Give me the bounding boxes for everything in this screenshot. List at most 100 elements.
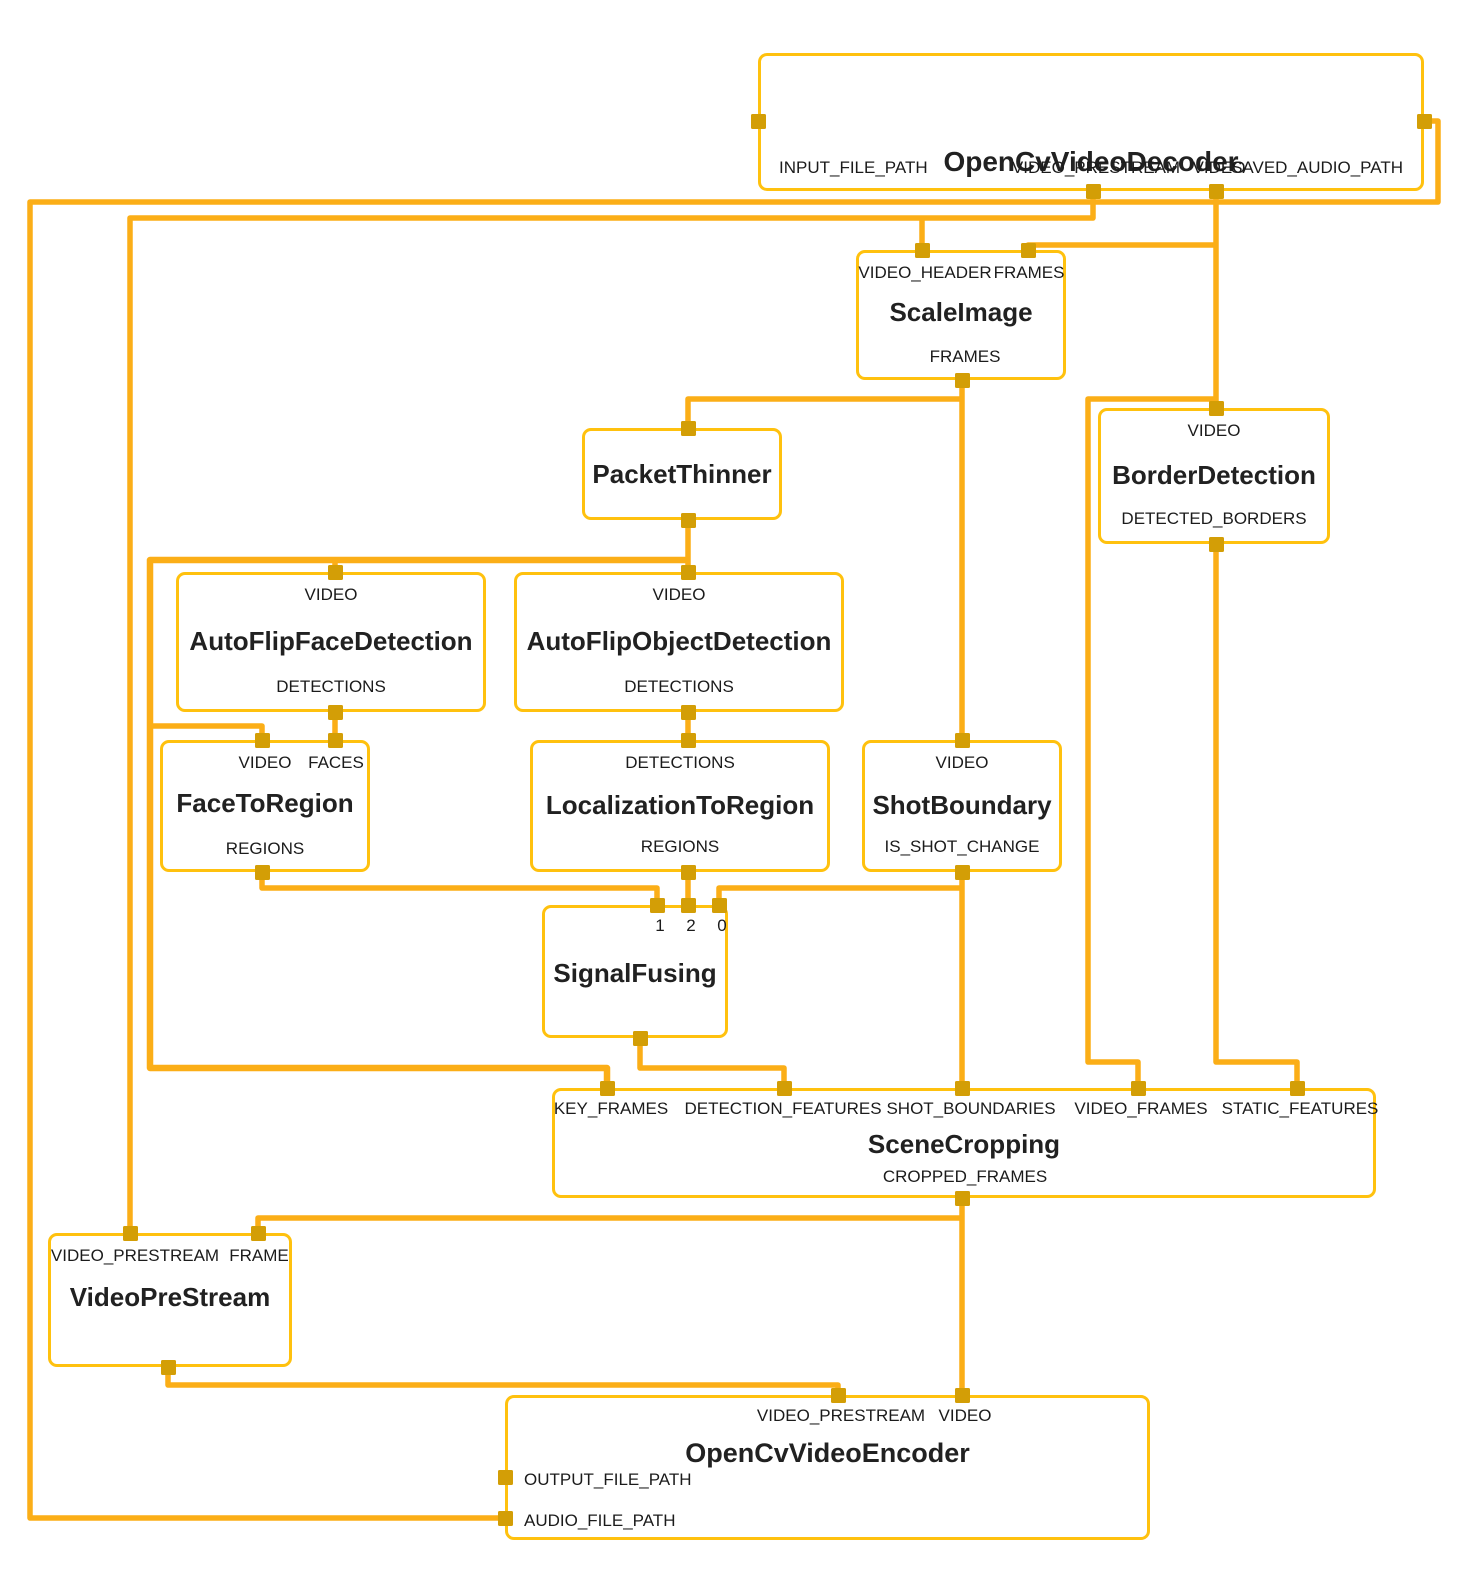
- port-label-video: VIDEO: [652, 585, 706, 604]
- node-title: SignalFusing: [553, 958, 717, 988]
- port-label-audio-file-path: AUDIO_FILE_PATH: [524, 1511, 676, 1530]
- port-marker: [680, 704, 696, 720]
- port-label-video: VIDEO: [304, 585, 358, 604]
- node-title: VideoPreStream: [69, 1282, 271, 1312]
- port-label-video-prestream: VIDEO_PRESTREAM: [756, 1406, 926, 1425]
- port-marker: [830, 1387, 846, 1403]
- port-marker: [1208, 183, 1224, 199]
- port-label-saved-audio-path: SAVED_AUDIO_PATH: [1231, 158, 1403, 177]
- port-marker: [599, 1080, 615, 1096]
- edge-signal_fusing-to-scene_cropping.DETECTION_FEATURES: [637, 1038, 787, 1088]
- port-label-2: 2: [686, 916, 696, 935]
- port-marker: [914, 242, 930, 258]
- port-label-regions: REGIONS: [640, 837, 720, 856]
- node-signal-fusing[interactable]: 1 2 0 SignalFusing: [542, 905, 728, 1038]
- node-title: FaceToRegion: [176, 788, 354, 818]
- edge-decoder.VIDEO_PRESTREAM-to-video_prestream.VIDEO_PRESTREAM: [127, 191, 1096, 1233]
- port-marker: [254, 864, 270, 880]
- port-label-output-file-path: OUTPUT_FILE_PATH: [524, 1470, 692, 1489]
- port-marker: [497, 1510, 513, 1526]
- port-marker: [1416, 113, 1432, 129]
- port-marker: [649, 897, 665, 913]
- port-marker: [750, 113, 766, 129]
- port-marker: [327, 704, 343, 720]
- node-title: OpenCvVideoEncoder: [685, 1438, 970, 1468]
- port-label-video: VIDEO: [238, 753, 292, 772]
- port-marker: [632, 1030, 648, 1046]
- node-title: ShotBoundary: [872, 789, 1052, 820]
- edge-video_prestream-to-encoder.VIDEO_PRESTREAM: [165, 1367, 841, 1395]
- edge-border_detection.DETECTED_BORDERS-to-scene_cropping.STATIC_FEATURES: [1213, 544, 1300, 1088]
- edge-packet_thinner-to-scene_cropping.KEY_FRAMES: [146, 556, 688, 1088]
- node-autoflip-face-detection[interactable]: VIDEO AutoFlipFaceDetection DETECTIONS: [176, 572, 486, 712]
- port-label-video-frames: VIDEO_FRAMES: [1074, 1099, 1208, 1118]
- port-label-shot-boundaries: SHOT_BOUNDARIES: [886, 1099, 1056, 1118]
- port-label-frame: FRAME: [229, 1246, 289, 1265]
- port-marker: [680, 512, 696, 528]
- node-title: AutoFlipFaceDetection: [189, 625, 473, 656]
- port-label-video: VIDEO: [1192, 158, 1246, 177]
- port-marker: [776, 1080, 792, 1096]
- port-label-1: 1: [655, 916, 665, 935]
- port-marker: [680, 732, 696, 748]
- node-shot-boundary[interactable]: VIDEO ShotBoundary IS_SHOT_CHANGE: [862, 740, 1062, 872]
- node-localization-to-region[interactable]: DETECTIONS LocalizationToRegion REGIONS: [530, 740, 830, 872]
- port-marker: [1130, 1080, 1146, 1096]
- port-label-regions: REGIONS: [225, 839, 305, 858]
- node-title: BorderDetection: [1112, 459, 1316, 490]
- node-scene-cropping[interactable]: KEY_FRAMES DETECTION_FEATURES SHOT_BOUND…: [552, 1088, 1379, 1198]
- port-marker: [954, 1387, 970, 1403]
- port-label-video-prestream: VIDEO_PRESTREAM: [1011, 158, 1181, 177]
- edge-shot_boundary.IS_SHOT_CHANGE-to-signal_fusing.0: [716, 885, 962, 905]
- port-label-key-frames: KEY_FRAMES: [553, 1099, 669, 1118]
- port-marker: [680, 420, 696, 436]
- node-opencv-video-encoder[interactable]: VIDEO_PRESTREAM VIDEO OpenCvVideoEncoder…: [505, 1395, 1150, 1540]
- port-label-video-header: VIDEO_HEADER: [858, 263, 992, 282]
- port-marker: [954, 732, 970, 748]
- port-label-detections: DETECTIONS: [624, 677, 734, 696]
- port-marker: [954, 372, 970, 388]
- port-label-detection-features: DETECTION_FEATURES: [684, 1099, 882, 1118]
- port-marker: [1289, 1080, 1305, 1096]
- port-marker: [122, 1225, 138, 1241]
- port-marker: [1208, 536, 1224, 552]
- node-face-to-region[interactable]: VIDEO FACES FaceToRegion REGIONS: [160, 740, 370, 872]
- port-label-frames-in: FRAMES: [993, 263, 1065, 282]
- port-marker: [954, 1080, 970, 1096]
- edge-decoder.SAVED_AUDIO_PATH-to-encoder.AUDIO_FILE_PATH: [27, 118, 1441, 1521]
- port-marker: [680, 864, 696, 880]
- node-title: ScaleImage: [889, 297, 1033, 327]
- port-label-static-features: STATIC_FEATURES: [1221, 1099, 1379, 1118]
- port-marker: [327, 564, 343, 580]
- port-label-input-file-path: INPUT_FILE_PATH: [779, 158, 928, 177]
- node-title: AutoFlipObjectDetection: [526, 625, 832, 656]
- port-label-0: 0: [717, 916, 727, 935]
- port-label-video: VIDEO: [1187, 421, 1241, 440]
- port-label-cropped-frames: CROPPED_FRAMES: [882, 1167, 1048, 1186]
- port-marker: [954, 1190, 970, 1206]
- node-opencv-video-decoder[interactable]: INPUT_FILE_PATH OpenCvVideoDecoder SAVED…: [758, 53, 1424, 191]
- port-marker: [160, 1359, 176, 1375]
- node-autoflip-object-detection[interactable]: VIDEO AutoFlipObjectDetection DETECTIONS: [514, 572, 844, 712]
- node-packet-thinner[interactable]: PacketThinner: [582, 428, 782, 520]
- node-border-detection[interactable]: VIDEO BorderDetection DETECTED_BORDERS: [1098, 408, 1330, 544]
- port-marker: [1020, 242, 1036, 258]
- node-scale-image[interactable]: VIDEO_HEADER FRAMES ScaleImage FRAMES: [856, 250, 1066, 380]
- port-marker: [327, 732, 343, 748]
- port-label-video: VIDEO: [938, 1406, 992, 1425]
- port-label-detected-borders: DETECTED_BORDERS: [1121, 509, 1307, 528]
- edge-packet_thinner-to-face_to_region.VIDEO: [150, 723, 265, 740]
- edge-scale_image.FRAMES-to-packet_thinner: [685, 396, 962, 428]
- port-marker: [954, 864, 970, 880]
- node-video-pre-stream[interactable]: VIDEO_PRESTREAM FRAME VideoPreStream: [48, 1233, 292, 1367]
- edge-scene_cropping.CROPPED_FRAMES-to-video_prestream.FRAME: [255, 1215, 962, 1233]
- node-title: OpenCvVideoDecoder: [943, 146, 1239, 177]
- port-label-is-shot-change: IS_SHOT_CHANGE: [884, 837, 1040, 856]
- port-label-detections: DETECTIONS: [625, 753, 735, 772]
- port-label-video: VIDEO: [935, 753, 989, 772]
- node-title: PacketThinner: [592, 458, 772, 489]
- port-marker: [1208, 400, 1224, 416]
- port-label-detections: DETECTIONS: [276, 677, 386, 696]
- edge-face_to_region.REGIONS-to-signal_fusing.1: [259, 872, 660, 905]
